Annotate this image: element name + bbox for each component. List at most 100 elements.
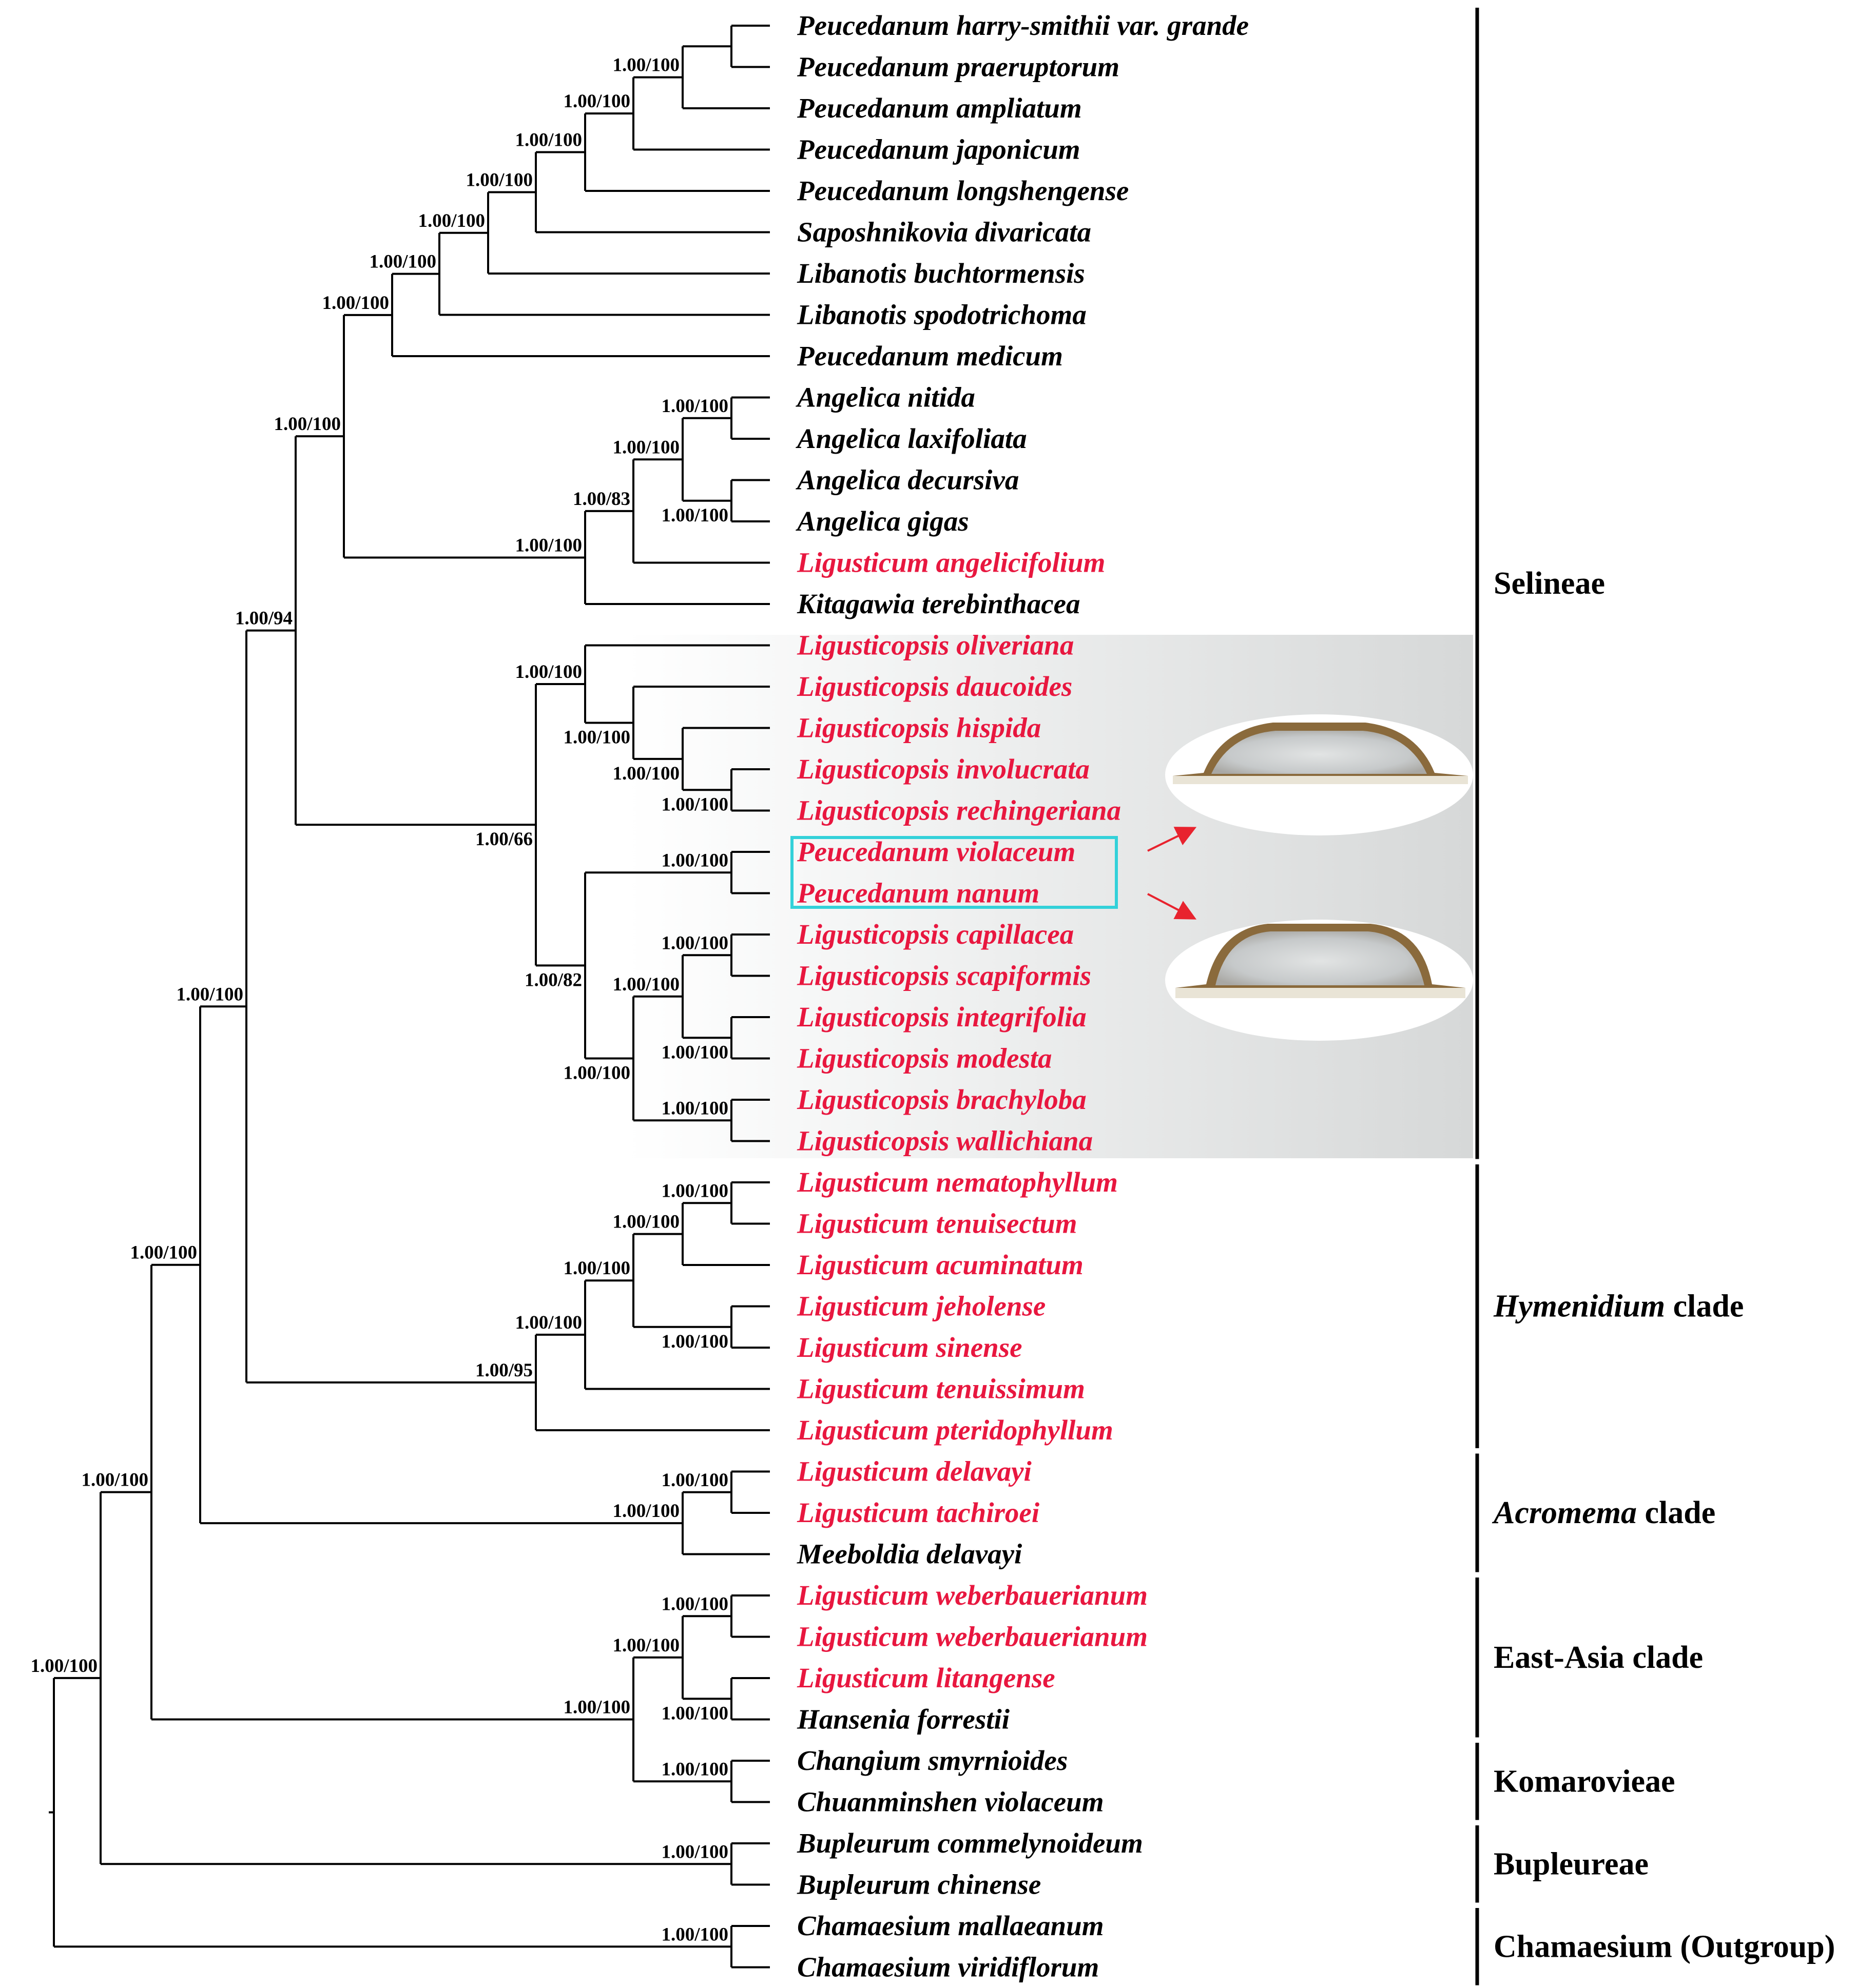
taxon-name: Angelica laxifoliata xyxy=(796,423,1027,454)
taxon-name: Saposhnikovia divaricata xyxy=(797,217,1091,248)
taxon-name: Ligusticum weberbauerianum xyxy=(797,1580,1148,1611)
taxon-name: Ligusticopsis rechingeriana xyxy=(797,795,1121,826)
support-values: 1.00/100 1.00/100 1.00/100 1.00/100 1.00/100… xyxy=(30,55,728,1945)
taxon-name: Ligusticum pteridophyllum xyxy=(797,1414,1113,1446)
taxon-label: Ligusticopsis capillacea xyxy=(797,919,1074,950)
taxon-label: Ligusticopsis hispida xyxy=(797,712,1041,744)
taxon-name: Ligusticopsis involucrata xyxy=(797,753,1090,785)
taxon-name: Bupleurum chinense xyxy=(797,1869,1041,1900)
support-value: 1.00/100 xyxy=(661,1331,728,1352)
taxon-label: Peucedanum medicum xyxy=(797,340,1063,372)
taxon-name: Peucedanum medicum xyxy=(797,340,1063,372)
taxon-label: Ligusticum litangense xyxy=(797,1662,1055,1693)
support-value: 1.00/100 xyxy=(563,727,630,748)
taxon-label: Ligusticum sinense xyxy=(797,1332,1022,1363)
taxon-label: Chamaesium mallaeanum xyxy=(797,1910,1104,1941)
taxon-label: Ligusticum angelicifolium xyxy=(797,547,1105,578)
taxon-label: Ligusticopsis rechingeriana xyxy=(797,795,1121,826)
taxon-name: Ligusticum litangense xyxy=(797,1662,1055,1693)
support-value: 1.00/100 xyxy=(466,170,533,191)
selection-box xyxy=(790,836,1118,909)
fruit-cross-section-images xyxy=(1165,714,1473,1041)
taxon-label: Angelica gigas xyxy=(796,505,969,537)
support-value: 1.00/100 xyxy=(661,1924,728,1945)
support-value: 1.00/100 xyxy=(612,1635,680,1656)
support-value: 1.00/100 xyxy=(515,130,582,151)
group-label-part: Bupleureae xyxy=(1494,1846,1649,1881)
taxon-label: Libanotis buchtormensis xyxy=(797,258,1085,289)
support-value: 1.00/100 xyxy=(418,210,485,231)
support-value: 1.00/100 xyxy=(661,396,728,417)
taxon-label: Ligusticopsis oliveriana xyxy=(797,630,1074,661)
taxon-label: Hansenia forrestii xyxy=(797,1704,1010,1735)
support-value: 1.00/82 xyxy=(525,969,582,990)
support-value: 1.00/100 xyxy=(661,1470,728,1491)
taxon-name: Ligusticum angelicifolium xyxy=(797,547,1105,578)
taxon-name: Ligusticopsis wallichiana xyxy=(797,1125,1093,1157)
fruit-image-upper xyxy=(1165,714,1473,835)
support-value: 1.00/94 xyxy=(235,608,293,629)
taxon-label: Peucedanum praeruptorum xyxy=(797,51,1119,83)
support-value: 1.00/100 xyxy=(661,850,728,871)
highlight-background xyxy=(626,635,1473,1158)
support-value: 1.00/100 xyxy=(661,932,728,953)
taxon-name: Ligusticum nematophyllum xyxy=(797,1166,1118,1198)
taxon-name: Angelica nitida xyxy=(796,382,975,413)
taxon-name: Chamaesium mallaeanum xyxy=(797,1910,1104,1941)
support-value: 1.00/100 xyxy=(81,1470,148,1491)
group-label-part: Chamaesium (Outgroup) xyxy=(1494,1929,1835,1964)
taxon-label: Ligusticum tenuissimum xyxy=(797,1373,1085,1405)
taxon-name: Libanotis spodotrichoma xyxy=(797,299,1087,330)
support-value: 1.00/100 xyxy=(515,661,582,683)
taxon-name: Changium smyrnioides xyxy=(797,1745,1068,1776)
taxon-label: Peucedanum violaceum xyxy=(797,836,1075,867)
taxon-label: Ligusticum nematophyllum xyxy=(797,1166,1118,1198)
taxon-name: Kitagawia terebinthacea xyxy=(797,588,1080,619)
taxon-name: Peucedanum harry-smithii xyxy=(797,10,1110,41)
taxon-name: Ligusticum tenuissimum xyxy=(797,1373,1085,1405)
taxon-label: Chamaesium viridiflorum xyxy=(797,1952,1099,1983)
taxon-name: Ligusticum delavayi xyxy=(797,1456,1032,1487)
taxon-label: Saposhnikovia divaricata xyxy=(797,217,1091,248)
support-value: 1.00/100 xyxy=(661,1759,728,1780)
taxon-name: Peucedanum longshengense xyxy=(797,175,1129,206)
support-value: 1.00/100 xyxy=(612,974,680,995)
group-label-part: Acromema xyxy=(1492,1495,1637,1530)
taxon-label: Angelica nitida xyxy=(796,382,975,413)
taxon-labels: Peucedanum harry-smithii var. grandePeuc… xyxy=(796,10,1249,1983)
taxon-label: Ligusticopsis scapiformis xyxy=(797,960,1091,991)
taxon-label: Ligusticum weberbauerianum xyxy=(797,1621,1148,1652)
group-label-eastasia: East-Asia clade xyxy=(1494,1640,1703,1675)
taxon-name: Ligusticopsis daucoides xyxy=(797,671,1072,702)
group-label-part: Komarovieae xyxy=(1494,1764,1675,1799)
taxon-name: Meeboldia delavayi xyxy=(797,1539,1022,1570)
support-value: 1.00/100 xyxy=(661,1042,728,1063)
taxon-label: Ligusticum acuminatum xyxy=(797,1249,1084,1280)
support-value: 1.00/100 xyxy=(612,437,680,458)
taxon-label: Bupleurum commelynoideum xyxy=(797,1827,1143,1859)
taxon-name: Chuanminshen violaceum xyxy=(797,1786,1104,1818)
support-value: 1.00/100 xyxy=(612,763,680,784)
support-value: 1.00/100 xyxy=(661,1593,728,1614)
taxon-name: Chamaesium viridiflorum xyxy=(797,1952,1099,1983)
support-value: 1.00/100 xyxy=(563,1063,630,1084)
taxon-label: Ligusticopsis brachyloba xyxy=(797,1084,1087,1115)
taxon-name: Ligusticum acuminatum xyxy=(797,1249,1084,1280)
taxon-label: Ligusticum jeholense xyxy=(797,1291,1046,1322)
taxon-label: Meeboldia delavayi xyxy=(797,1539,1022,1570)
support-value: 1.00/100 xyxy=(130,1242,197,1263)
support-value: 1.00/100 xyxy=(612,1501,680,1522)
support-value: 1.00/100 xyxy=(30,1656,98,1677)
tree-branches xyxy=(49,25,770,1969)
taxon-label: Peucedanum ampliatum xyxy=(797,92,1082,124)
group-label-part: Hymenidium xyxy=(1493,1289,1665,1324)
group-label-chamaesium: Chamaesium (Outgroup) xyxy=(1494,1929,1835,1964)
taxon-label: Peucedanum longshengense xyxy=(797,175,1129,206)
arrow-lower xyxy=(1147,893,1197,920)
taxon-label: Ligusticopsis wallichiana xyxy=(797,1125,1093,1157)
support-value: 1.00/100 xyxy=(661,1180,728,1201)
taxon-label: Peucedanum harry-smithii var. grande xyxy=(797,10,1249,41)
support-value: 1.00/100 xyxy=(176,984,243,1005)
